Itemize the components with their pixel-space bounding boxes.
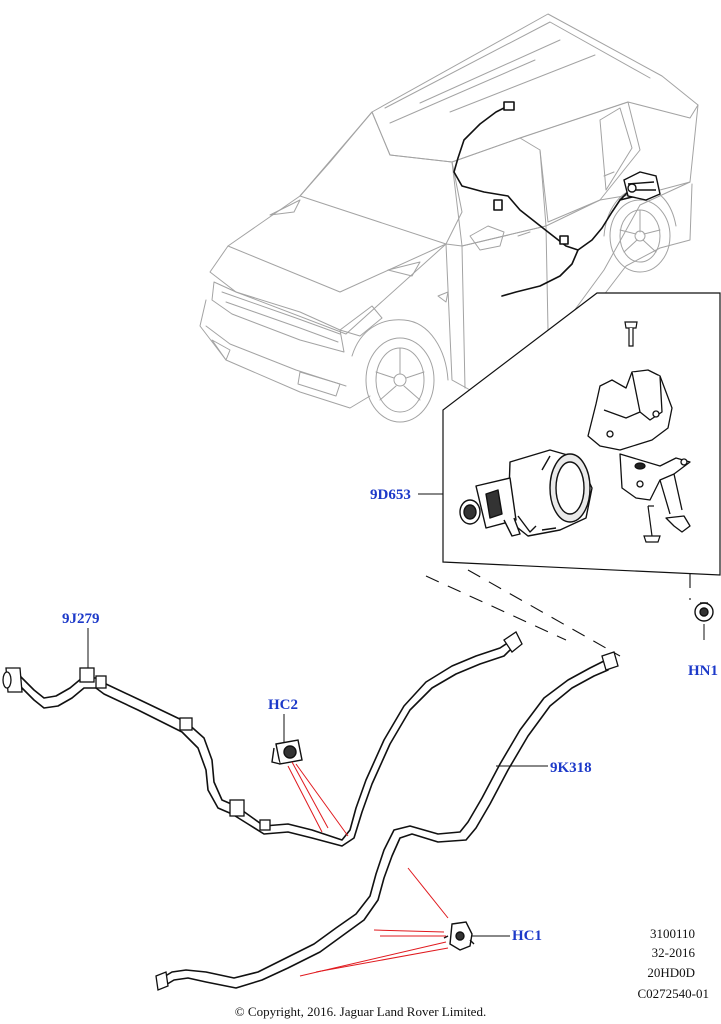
red-leader-lines <box>287 761 449 977</box>
callout-hc1[interactable]: HC1 <box>512 928 542 944</box>
callout-9d653[interactable]: 9D653 <box>370 487 411 503</box>
hose-9k318 <box>161 659 609 989</box>
callout-9j279[interactable]: 9J279 <box>62 611 100 627</box>
vehicle-illustration <box>199 13 699 423</box>
callout-hc2[interactable]: HC2 <box>268 697 298 713</box>
ref-code-1: 3100110 <box>649 926 695 941</box>
callout-hn1[interactable]: HN1 <box>688 663 718 679</box>
copyright-notice: © Copyright, 2016. Jaguar Land Rover Lim… <box>234 1004 487 1019</box>
canister-detail-box <box>442 292 721 576</box>
ref-code-2: 32-2016 <box>651 945 695 960</box>
ref-code-4: C0272540-01 <box>637 986 710 1001</box>
canister-bracket <box>587 369 691 533</box>
canister-top-bolt <box>624 321 638 347</box>
clip-hc2-part <box>271 739 303 765</box>
vehicle-canister-location <box>623 171 661 201</box>
hose-9j279-fittings <box>2 631 523 831</box>
clip-hn1-part <box>694 602 714 622</box>
callout-9k318[interactable]: 9K318 <box>550 760 592 776</box>
canister-fixings <box>634 462 661 543</box>
assembly-lines <box>425 569 691 657</box>
evap-canister <box>459 449 593 537</box>
ref-code-3: 20HD0D <box>647 965 695 980</box>
hose-9k318-fittings <box>155 651 619 991</box>
callout-leaders <box>87 493 705 937</box>
clip-hc1-part <box>443 921 475 951</box>
